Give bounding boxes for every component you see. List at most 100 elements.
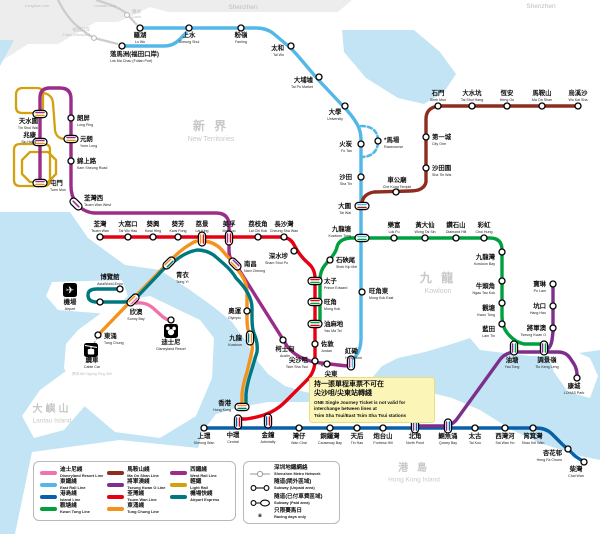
station-marker	[503, 102, 511, 110]
interchange-capsule	[354, 233, 370, 243]
station-marker	[67, 157, 75, 165]
svg-text:中環: 中環	[227, 430, 240, 439]
svg-text:葵芳: 葵芳	[172, 219, 185, 228]
svg-text:Yuen Long: Yuen Long	[80, 144, 97, 148]
svg-text:Tsim Sha Tsui: Tsim Sha Tsui	[286, 365, 308, 369]
legend-label-zh: 機場快綫	[190, 491, 213, 498]
station-marker	[280, 233, 288, 241]
svg-text:Cheung Sha Wan: Cheung Sha Wan	[270, 229, 298, 233]
legend-symbol-en: Subway (Unpaid area)	[274, 485, 315, 491]
svg-text:落馬洲(福田口岸): 落馬洲(福田口岸)	[110, 49, 159, 58]
svg-text:銅鑼灣: 銅鑼灣	[320, 431, 340, 440]
svg-text:Tsuen Wan: Tsuen Wan	[91, 229, 109, 233]
shenzhen-station-luohu	[124, 12, 130, 18]
svg-text:Olympic: Olympic	[228, 316, 241, 320]
legend-swatch-tung-chung-line	[107, 507, 125, 511]
svg-text:Racecourse: Racecourse	[384, 145, 403, 149]
station-marker	[254, 233, 262, 241]
station-marker	[326, 424, 334, 432]
legend-swatch-island-line	[40, 495, 57, 499]
legend-swatch-east-rail-line	[40, 483, 57, 487]
svg-text:Choi Hung: Choi Hung	[476, 230, 493, 234]
svg-text:Futian Checkpoint: Futian Checkpoint	[63, 33, 90, 37]
svg-text:筲箕灣: 筲箕灣	[523, 431, 543, 440]
interchange-capsule	[263, 413, 273, 429]
svg-text:第一城: 第一城	[432, 132, 452, 141]
svg-text:車公廟: 車公廟	[387, 175, 407, 184]
svg-text:Sheung Wan: Sheung Wan	[194, 441, 215, 445]
svg-text:*馬場: *馬場	[384, 135, 400, 144]
mickey-icon	[164, 324, 178, 338]
station-marker	[287, 42, 295, 50]
station-marker	[538, 102, 546, 110]
station-marker	[549, 302, 557, 310]
legend-label-zh: 迪士尼綫	[60, 467, 83, 474]
station-marker	[243, 307, 251, 315]
station-marker	[390, 234, 398, 242]
legend-swatch-tsuen-wan-line	[107, 495, 125, 499]
svg-text:Fo Tan: Fo Tan	[341, 149, 352, 153]
station-marker	[323, 360, 331, 368]
legend-symbol-en: Shenzhen Metro Network	[274, 470, 321, 476]
note-zh-line1: 持一張單程車票不可在	[314, 381, 384, 388]
svg-text:大水坑: 大水坑	[462, 88, 482, 97]
svg-text:Tung Chung: Tung Chung	[104, 341, 124, 345]
tungchung-cablecar	[92, 337, 98, 346]
station-marker	[529, 424, 537, 432]
station-marker	[498, 277, 506, 285]
svg-text:Long Ping: Long Ping	[77, 123, 93, 127]
legend-label-en: Tseung Kwan O Line	[127, 484, 166, 490]
svg-text:Austin: Austin	[280, 354, 290, 358]
svg-text:康城: 康城	[568, 381, 581, 390]
svg-text:Longhua Line: Longhua Line	[25, 3, 50, 8]
svg-text:上水: 上水	[183, 30, 196, 39]
interchange-capsule	[354, 201, 370, 211]
racing-symbol: *	[249, 509, 271, 523]
legend-symbol-zh: 隧道(閘外區域)	[274, 479, 312, 486]
svg-text:朗屏: 朗屏	[77, 113, 90, 122]
svg-text:尖東: 尖東	[325, 369, 338, 378]
interchange-capsule	[224, 230, 234, 246]
svg-text:火炭: 火炭	[339, 139, 352, 148]
station-marker	[357, 140, 365, 148]
svg-text:大嶼山: 大嶼山	[33, 402, 72, 415]
svg-text:Hang Hau: Hang Hau	[530, 311, 546, 315]
svg-text:欣澳: 欣澳	[130, 307, 143, 316]
svg-text:博覽館: 博覽館	[100, 272, 120, 281]
tst-etst-walkway	[317, 362, 325, 368]
svg-text:New Territories: New Territories	[188, 136, 235, 143]
svg-text:Kwun Tong: Kwun Tong	[477, 313, 495, 317]
svg-text:灣仔: 灣仔	[293, 431, 306, 440]
svg-text:葵興: 葵興	[147, 219, 160, 228]
svg-text:LOHAS Park: LOHAS Park	[564, 391, 585, 395]
svg-text:羅湖: 羅湖	[132, 8, 141, 15]
svg-text:Tai Po Market: Tai Po Market	[291, 85, 313, 89]
